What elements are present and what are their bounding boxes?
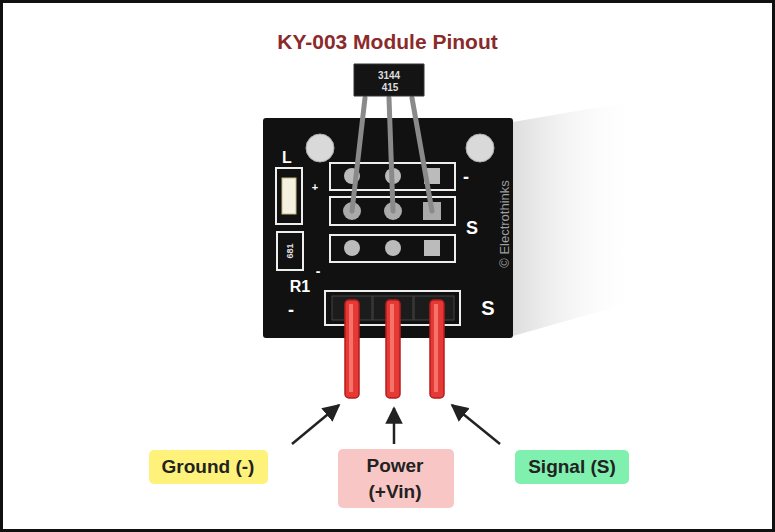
callout-ground: Ground (-) (149, 450, 268, 484)
diagram-title: KY-003 Module Pinout (0, 30, 775, 54)
resistor-r1 (277, 232, 303, 270)
leader-arrows (292, 405, 500, 444)
pin-marking: - (463, 168, 469, 186)
pin-marking: - (288, 301, 294, 319)
callout-text: Signal (S) (527, 454, 617, 480)
silk-label: L (282, 150, 292, 166)
led-footprint (276, 168, 302, 224)
sensor-legs (352, 98, 432, 211)
watermark: © Electrothinks (498, 180, 511, 268)
led-smd (282, 178, 296, 214)
mount-hole (306, 134, 334, 162)
pin-marking: S (481, 298, 494, 318)
callout-power: Power (+Vin) (338, 449, 454, 508)
callout-text: Power (+Vin) (350, 453, 440, 504)
board-shadow (513, 100, 640, 336)
pin-marking: S (466, 219, 478, 237)
part-marking: 3144 (378, 71, 400, 81)
callout-text: Ground (-) (161, 454, 256, 480)
silk-label: + (312, 182, 318, 193)
mount-hole (466, 134, 494, 162)
hall-sensor-3144 (354, 64, 424, 96)
part-marking: 415 (382, 83, 399, 93)
silk-label: R1 (290, 279, 310, 295)
header-pins (345, 300, 444, 398)
pin-marking: - (316, 264, 321, 278)
resistor-code: 681 (286, 243, 295, 258)
callout-signal: Signal (S) (515, 450, 629, 484)
